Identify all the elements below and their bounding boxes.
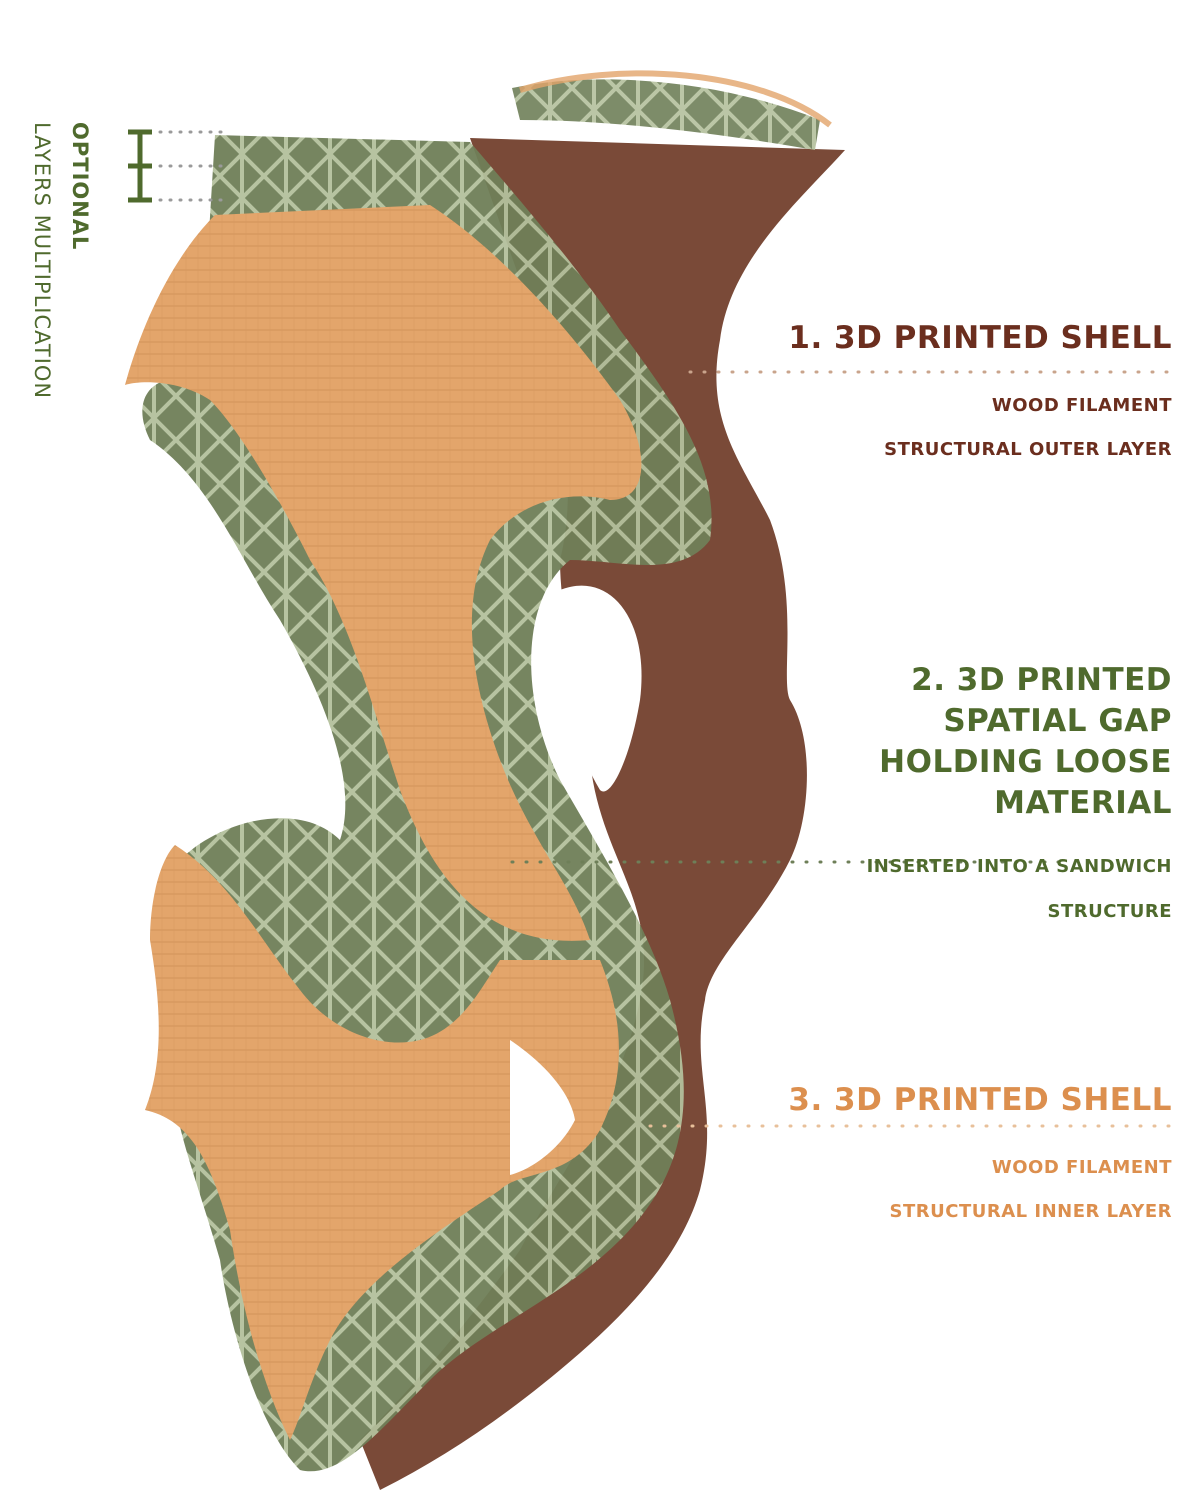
side-label-optional: OPTIONAL [68,122,92,250]
side-label: OPTIONAL LAYERS MULTIPLICATION [26,122,108,522]
spatial-gap-title: 2. 3D PRINTED SPATIAL GAP HOLDING LOOSE … [852,660,1172,824]
outer-shell-material: WOOD FILAMENT [992,396,1172,416]
spatial-gap-note-1: INSERTED INTO A SANDWICH [867,857,1172,877]
inner-shell-material: WOOD FILAMENT [992,1158,1172,1178]
inner-shell-role: STRUCTURAL INNER LAYER [890,1202,1172,1222]
top-fragment [512,79,820,150]
outer-shell-role: STRUCTURAL OUTER LAYER [884,440,1172,460]
outer-shell-title: 1. 3D PRINTED SHELL [788,318,1172,359]
side-label-multiplication: LAYERS MULTIPLICATION [30,122,54,399]
inner-shell-title: 3. 3D PRINTED SHELL [788,1080,1172,1121]
spatial-gap-note-2: STRUCTURE [1048,902,1172,922]
layer-thickness-bracket [128,132,152,200]
